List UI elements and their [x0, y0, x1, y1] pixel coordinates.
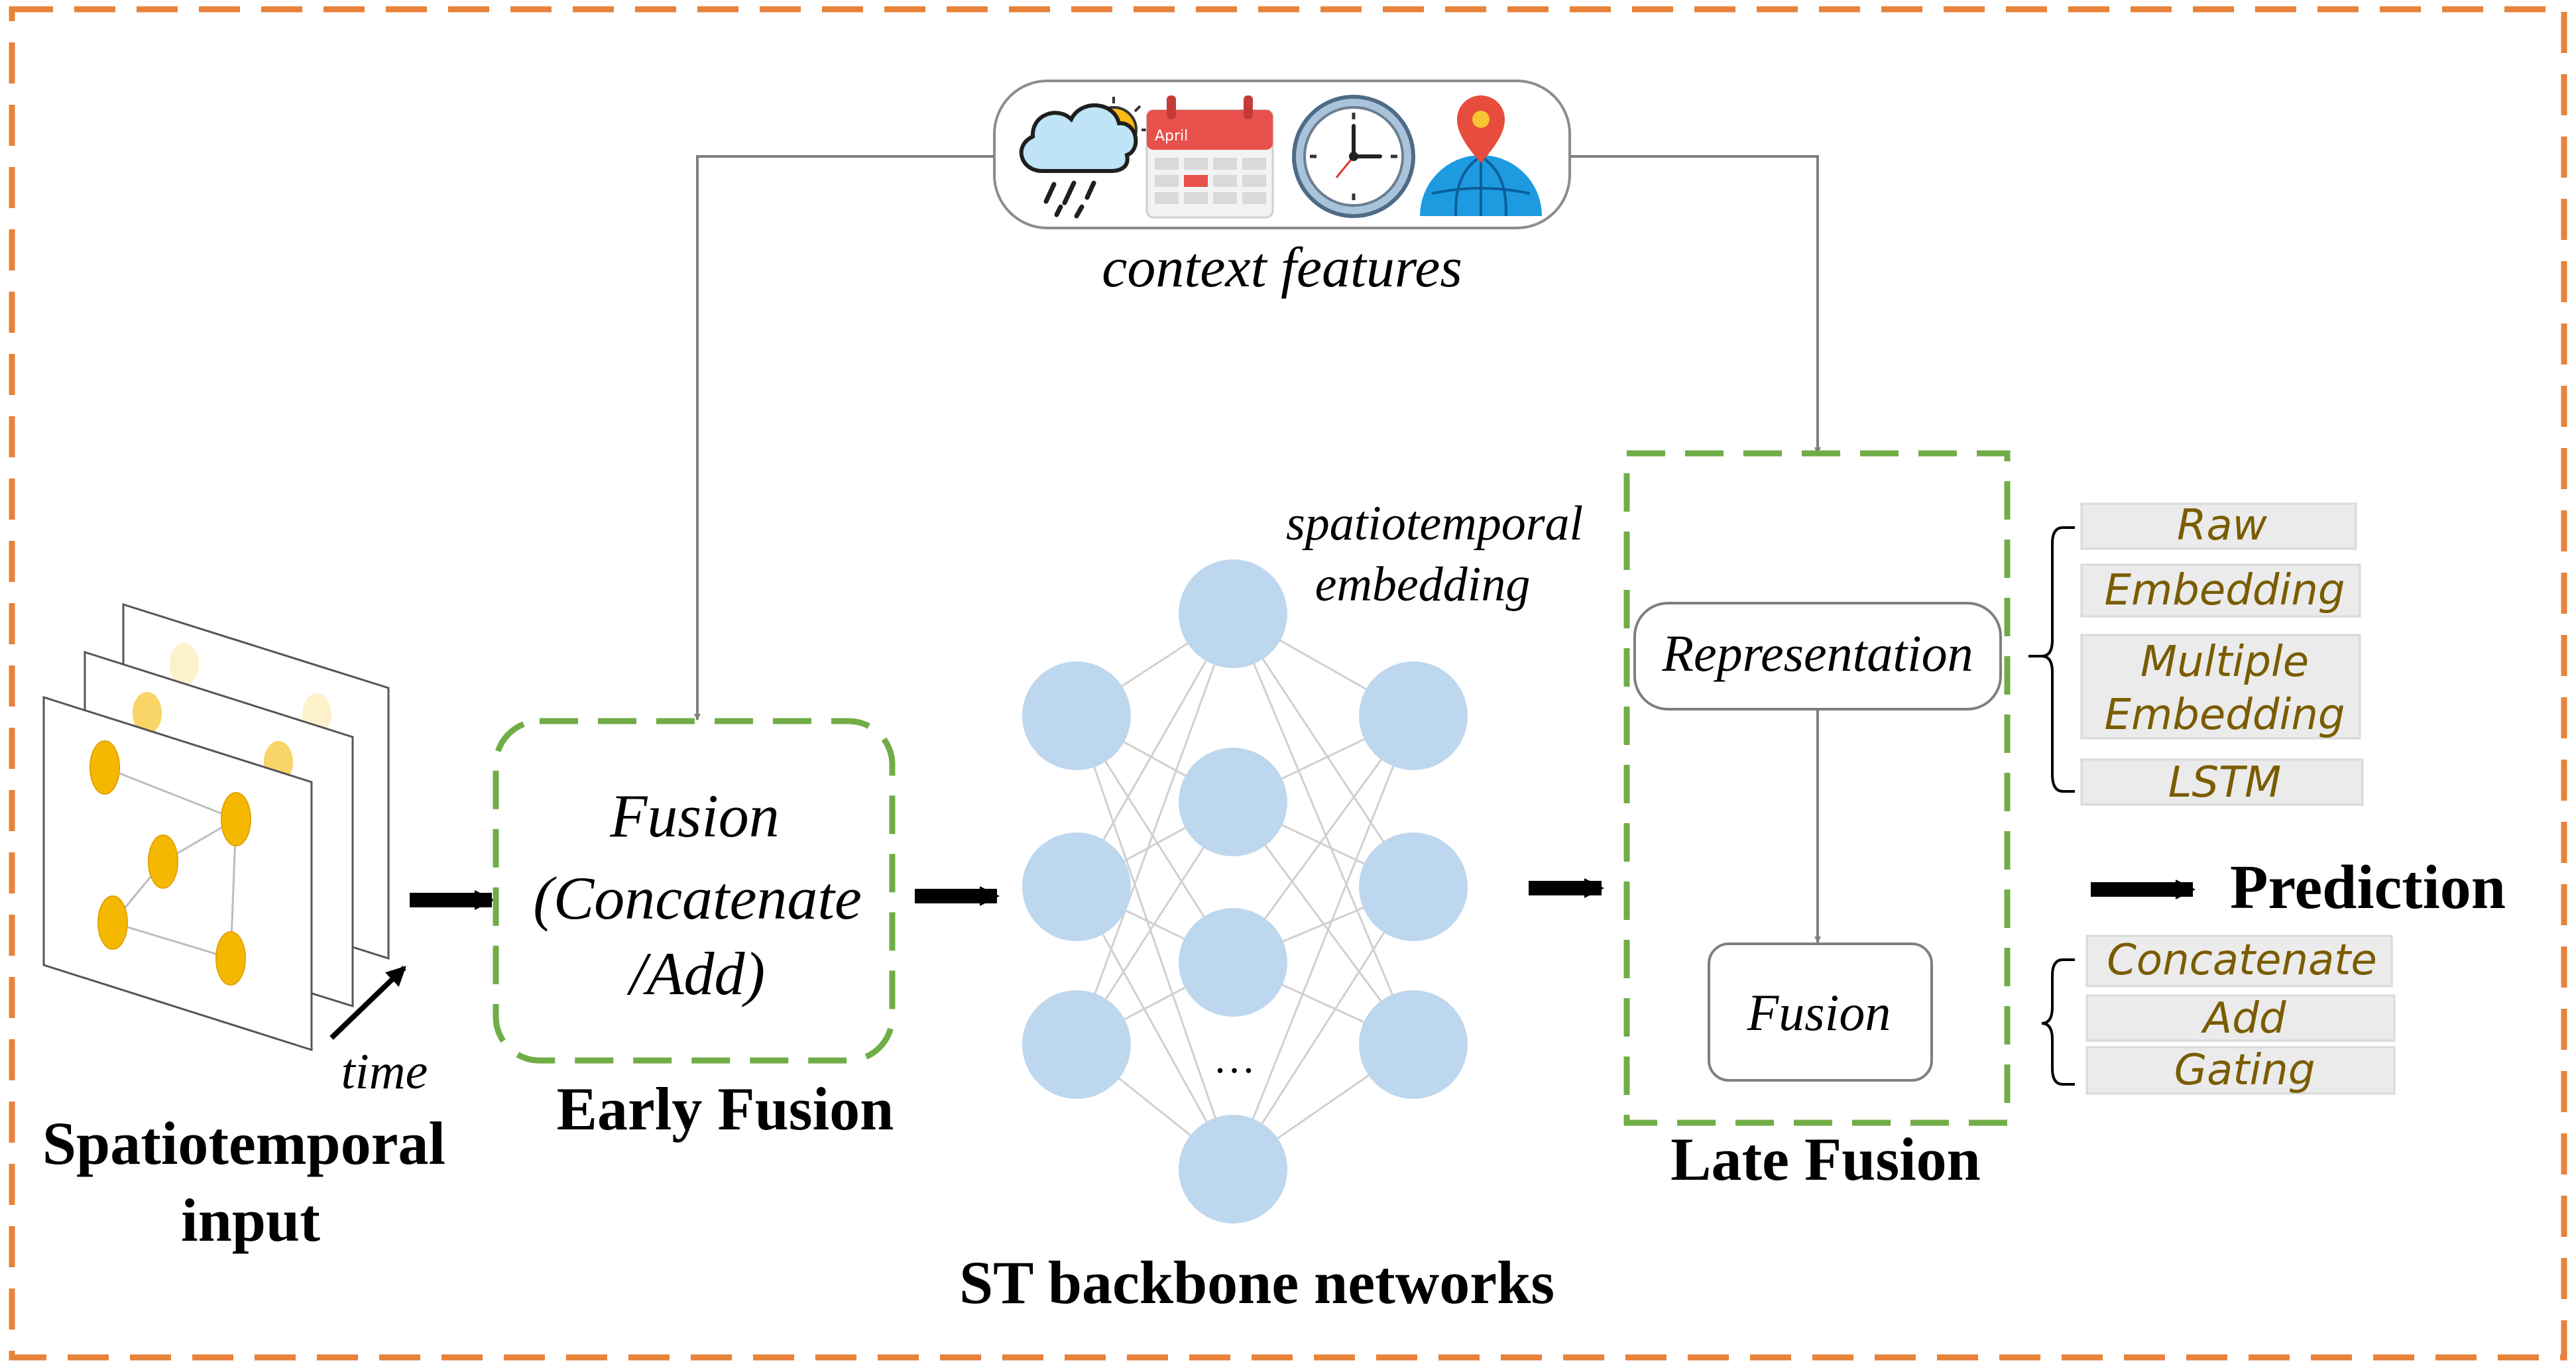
context-connectors	[694, 155, 1821, 720]
option-gating-box	[2085, 1046, 2396, 1095]
late-fusion-inner-label: Fusion	[1747, 984, 1891, 1041]
option-raw-label: Raw	[2177, 501, 2268, 550]
embedding-label-line1: spatiotemporal	[1286, 496, 1583, 551]
backbone-node	[1359, 832, 1468, 941]
late-fusion-block: Representation Fusion Late Fusion	[1623, 450, 2011, 1193]
representation-label: Representation	[1661, 624, 1973, 682]
early-fusion-box	[493, 718, 896, 1064]
context-features-label: context features	[1102, 235, 1462, 299]
weather-cloud-sun-rain-icon	[1019, 97, 1148, 219]
backbone-title: ST backbone networks	[959, 1249, 1554, 1316]
backbone-node	[1179, 1115, 1287, 1224]
calendar-icon: April	[1145, 95, 1274, 219]
backbone-node	[1022, 832, 1131, 941]
option-gating-label: Gating	[2174, 1046, 2315, 1095]
option-concatenate-box	[2085, 935, 2393, 988]
option-multiple-embedding-box	[2080, 634, 2361, 740]
backbone-node	[1359, 661, 1468, 770]
input-node	[221, 792, 251, 846]
location-globe-icon	[1420, 95, 1542, 217]
late-fusion-inner-box	[1708, 942, 1933, 1082]
input-node	[97, 895, 128, 950]
context-to-late-fusion-arrow	[1570, 155, 1821, 454]
backbone-node	[1179, 559, 1287, 668]
input-node	[215, 931, 246, 986]
early-fusion-title: Early Fusion	[557, 1075, 894, 1143]
input-title-line2: input	[181, 1186, 320, 1254]
option-add-label: Add	[2200, 994, 2286, 1043]
context-features-group: April	[993, 80, 1571, 299]
option-lstm-label: LSTM	[2168, 758, 2282, 807]
outer-frame	[9, 6, 2567, 1361]
clock-icon	[1292, 95, 1415, 218]
fusion-brace	[2041, 958, 2075, 1086]
backbone-node	[1022, 661, 1131, 770]
option-multiple-embedding-line1: Multiple	[2140, 638, 2309, 687]
context-to-early-fusion-arrow	[694, 155, 994, 720]
backbone-node	[1359, 990, 1468, 1099]
time-axis-arrow	[329, 966, 406, 1040]
late-fusion-title: Late Fusion	[1670, 1125, 1981, 1193]
flow-arrows	[410, 878, 2195, 910]
spatiotemporal-input-stack: time Spatiotemporal input	[42, 602, 445, 1254]
embedding-label-line2: embedding	[1315, 557, 1531, 612]
backbone-network: … spatiotemporal embedding ST backbone n…	[959, 496, 1583, 1316]
prediction-label: Prediction	[2230, 853, 2506, 922]
input-title-line1: Spatiotemporal	[42, 1110, 445, 1177]
input-node	[148, 834, 178, 889]
backbone-node	[1179, 748, 1287, 856]
time-label: time	[341, 1044, 428, 1100]
option-add-box	[2085, 994, 2396, 1042]
option-embedding-box	[2080, 563, 2361, 618]
calendar-month-label: April	[1155, 128, 1188, 144]
early-fusion-line3: /Add)	[626, 940, 765, 1007]
early-fusion-line1: Fusion	[609, 782, 780, 850]
option-lstm-box	[2080, 758, 2364, 806]
fusion-options: Concatenate Add Gating	[2041, 935, 2396, 1095]
option-embedding-label: Embedding	[2105, 566, 2345, 615]
early-fusion-block: Fusion (Concatenate /Add) Early Fusion	[493, 718, 896, 1143]
backbone-node	[1179, 908, 1287, 1017]
option-raw-box	[2080, 502, 2357, 550]
backbone-ellipsis: …	[1213, 1035, 1256, 1082]
early-fusion-line2: (Concatenate	[533, 864, 862, 932]
representation-options: Raw Embedding Multiple Embedding LSTM	[2028, 501, 2364, 807]
input-node	[89, 740, 120, 795]
representation-brace	[2041, 526, 2075, 793]
option-concatenate-label: Concatenate	[2107, 936, 2377, 985]
option-multiple-embedding-line2: Embedding	[2105, 691, 2345, 740]
backbone-node	[1022, 990, 1131, 1099]
